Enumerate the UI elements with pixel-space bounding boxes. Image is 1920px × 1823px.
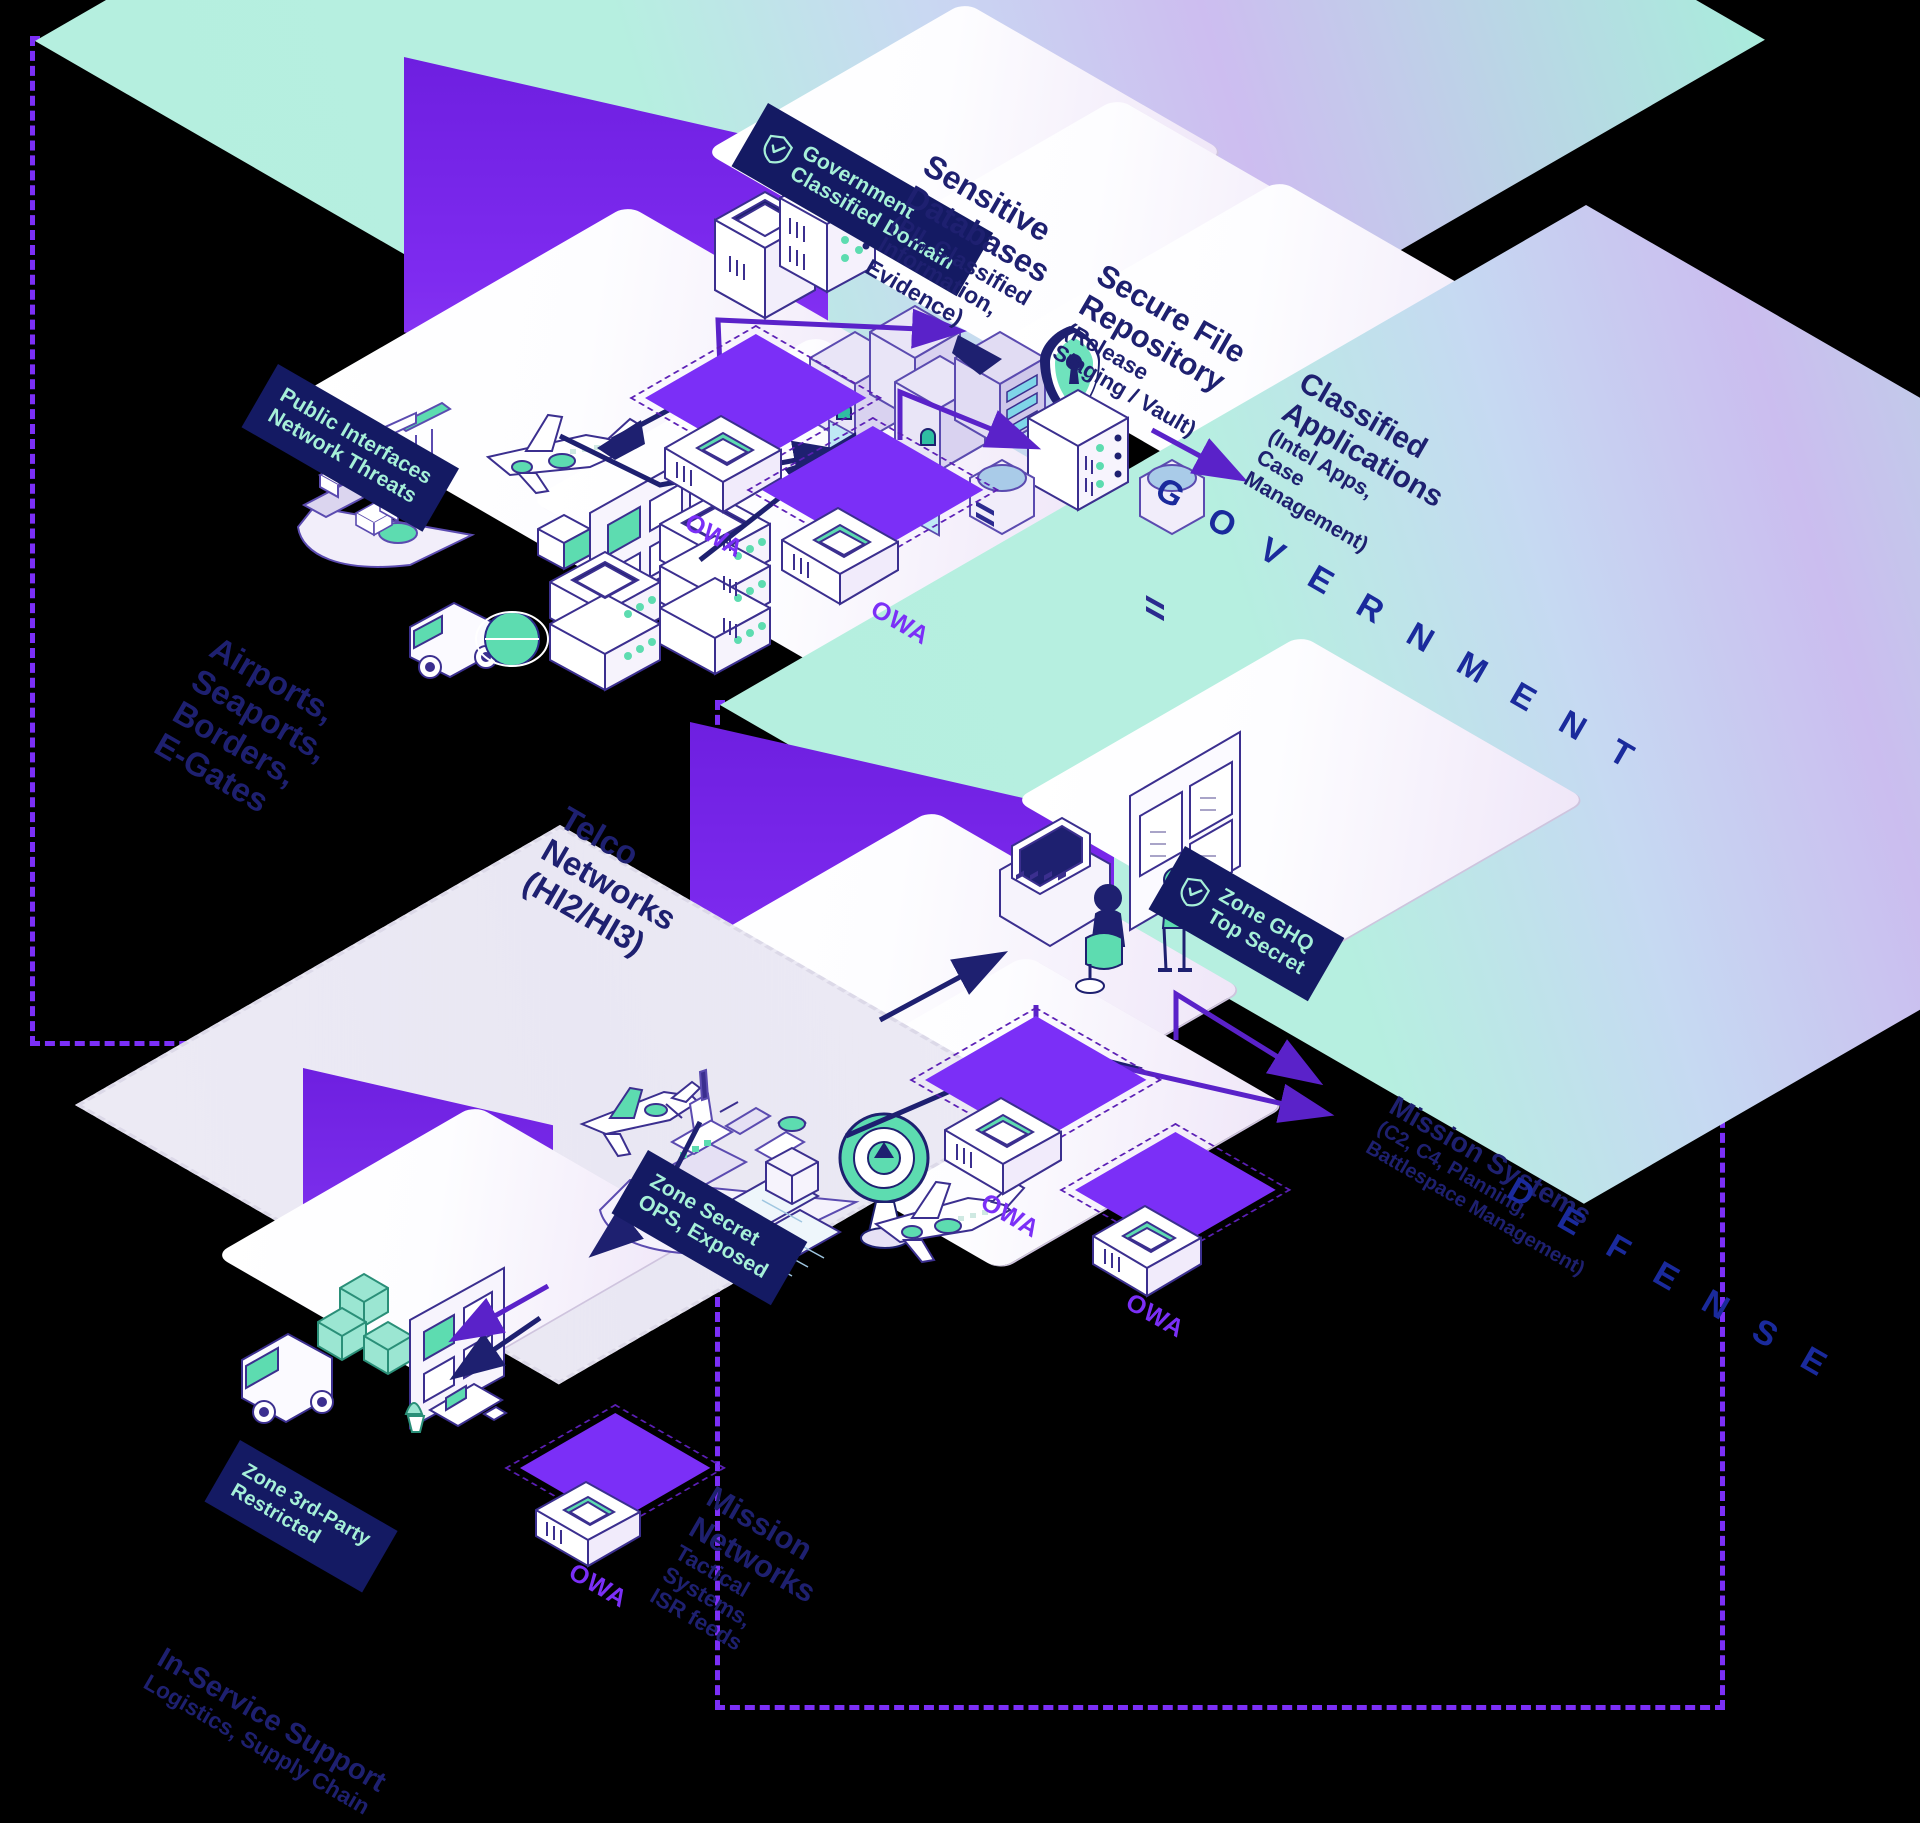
shield-check-icon [763,134,794,164]
owa-appliance-mission-to-ghq[interactable] [1085,1196,1235,1301]
server-stack-icon [549,492,771,692]
zone-label-zone-ghq-top-secret: Zone GHQ Top Secret [1148,846,1345,1002]
owa-appliance-support-to-ops[interactable] [528,1472,678,1577]
shield-check-icon [1180,877,1211,907]
owa-appliance-ops-to-ghq[interactable] [935,1086,1095,1196]
shield-server-icon [969,326,1205,622]
owa-appliance-telco-to-gov[interactable] [772,496,932,606]
owa-appliance-public-to-gov[interactable] [655,404,815,514]
zone-label-government-classified-domain: Government Classified Domain [731,103,994,297]
